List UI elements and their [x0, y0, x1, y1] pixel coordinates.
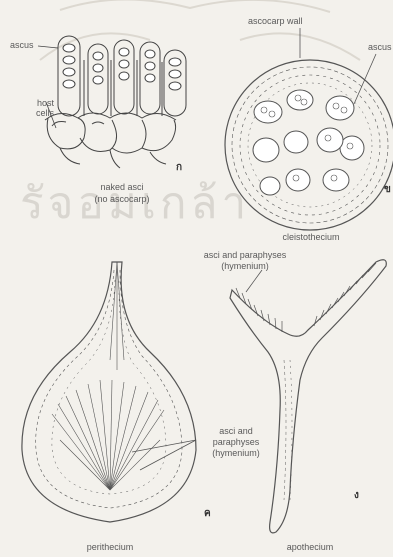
label-apothecium-hymenium-2: (hymenium)	[180, 261, 310, 271]
label-ascus-a: ascus	[10, 40, 34, 50]
caption-no-ascocarp: (no ascocarp)	[72, 194, 172, 204]
marker-panel-b: ข	[384, 182, 391, 197]
naked-asci	[58, 36, 186, 116]
perithecium-hymenium	[52, 262, 164, 490]
caption-naked-asci: naked asci	[72, 182, 172, 192]
panel-a-naked-asci	[38, 36, 186, 168]
caption-apothecium: apothecium	[260, 542, 360, 552]
panel-b-cleistothecium	[225, 28, 393, 230]
label-perithecium-hymenium-2: paraphyses	[196, 437, 276, 447]
label-perithecium-hymenium-3: (hymenium)	[196, 448, 276, 458]
apothecium-hymenium	[236, 263, 376, 332]
caption-cleistothecium: cleistothecium	[256, 232, 366, 242]
host-cells	[45, 113, 176, 168]
label-perithecium-hymenium-1: asci and	[196, 426, 276, 436]
label-ascus-b: ascus	[368, 42, 392, 52]
marker-panel-d: ง	[354, 488, 359, 503]
panel-c-perithecium	[22, 262, 196, 522]
label-host-cells: host cells	[24, 98, 54, 118]
cleistothecium-asci	[253, 90, 364, 195]
label-apothecium-hymenium-1: asci and paraphyses	[180, 250, 310, 260]
marker-panel-a: ก	[176, 160, 182, 175]
marker-panel-c: ค	[204, 506, 211, 521]
caption-perithecium: perithecium	[60, 542, 160, 552]
panel-d-apothecium	[230, 260, 386, 533]
label-ascocarp-wall: ascocarp wall	[248, 16, 303, 26]
